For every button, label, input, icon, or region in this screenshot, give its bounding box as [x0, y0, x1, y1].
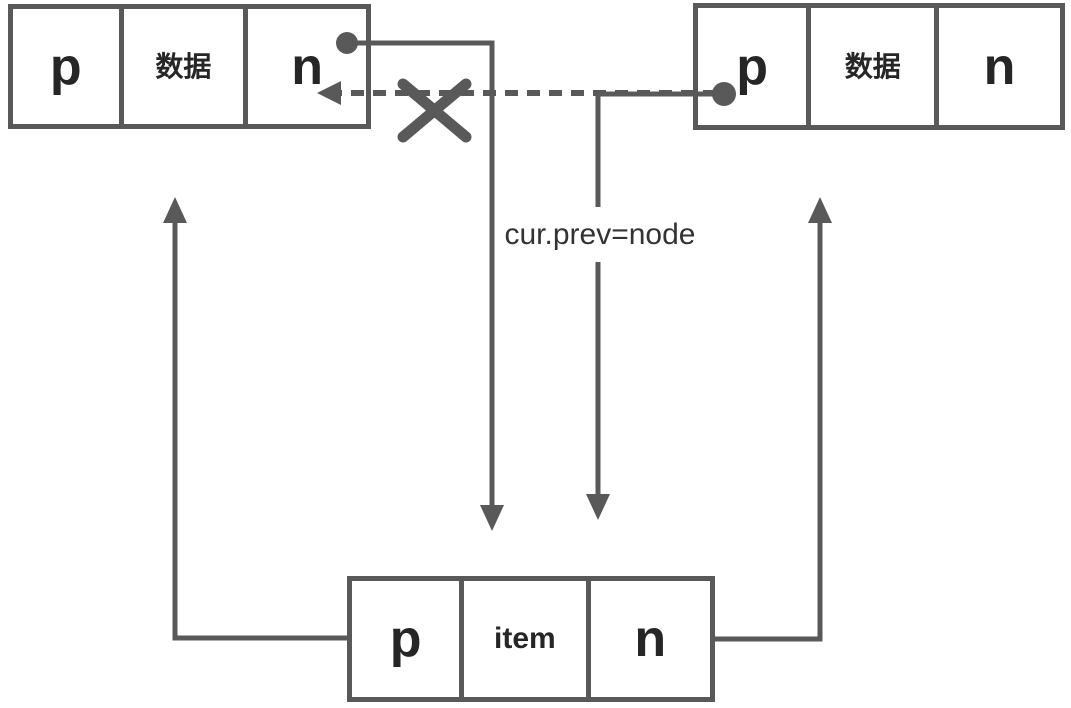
- cell-label: p: [736, 37, 769, 96]
- node-next-origin-dot: [336, 32, 358, 54]
- new-next-pointer-line: [714, 222, 823, 642]
- assignment-label: cur.prev=node: [504, 218, 696, 251]
- left-node: p 数据 n: [8, 4, 371, 129]
- right-node-next-cell: n: [934, 8, 1060, 125]
- right-node-prev-cell: p: [698, 8, 806, 125]
- cell-label: n: [291, 37, 323, 96]
- cell-label: p: [49, 37, 82, 96]
- new-next-arrowhead-icon: [808, 197, 832, 223]
- new-node-prev-cell: p: [352, 581, 459, 697]
- left-node-next-cell: n: [243, 9, 366, 124]
- right-node-data-cell: 数据: [806, 8, 934, 125]
- cell-label: 数据: [155, 50, 212, 82]
- cell-label: n: [634, 610, 667, 668]
- cur-prev-pointer-line-upper: [595, 91, 724, 207]
- new-node: p item n: [347, 576, 715, 702]
- cell-label: 数据: [844, 50, 901, 82]
- left-node-data-cell: 数据: [118, 9, 244, 124]
- x-mark-stroke-2: [397, 78, 472, 143]
- old-prev-arrowhead-icon: [317, 81, 341, 105]
- node-next-pointer-line: [347, 40, 495, 506]
- cell-label: p: [389, 610, 422, 668]
- cur-prev-arrowhead-icon: [586, 494, 610, 520]
- left-node-prev-cell: p: [13, 9, 119, 124]
- node-next-arrowhead-icon: [480, 505, 504, 531]
- new-prev-pointer-line: [172, 222, 348, 641]
- right-node: p 数据 n: [693, 3, 1065, 130]
- new-prev-arrowhead-icon: [163, 197, 187, 223]
- cell-label: n: [983, 37, 1016, 96]
- cell-label: item: [494, 622, 556, 655]
- x-mark-icon: [397, 78, 472, 143]
- new-node-item-cell: item: [459, 581, 585, 697]
- cur-prev-origin-dot: [712, 82, 736, 106]
- new-node-next-cell: n: [585, 581, 710, 697]
